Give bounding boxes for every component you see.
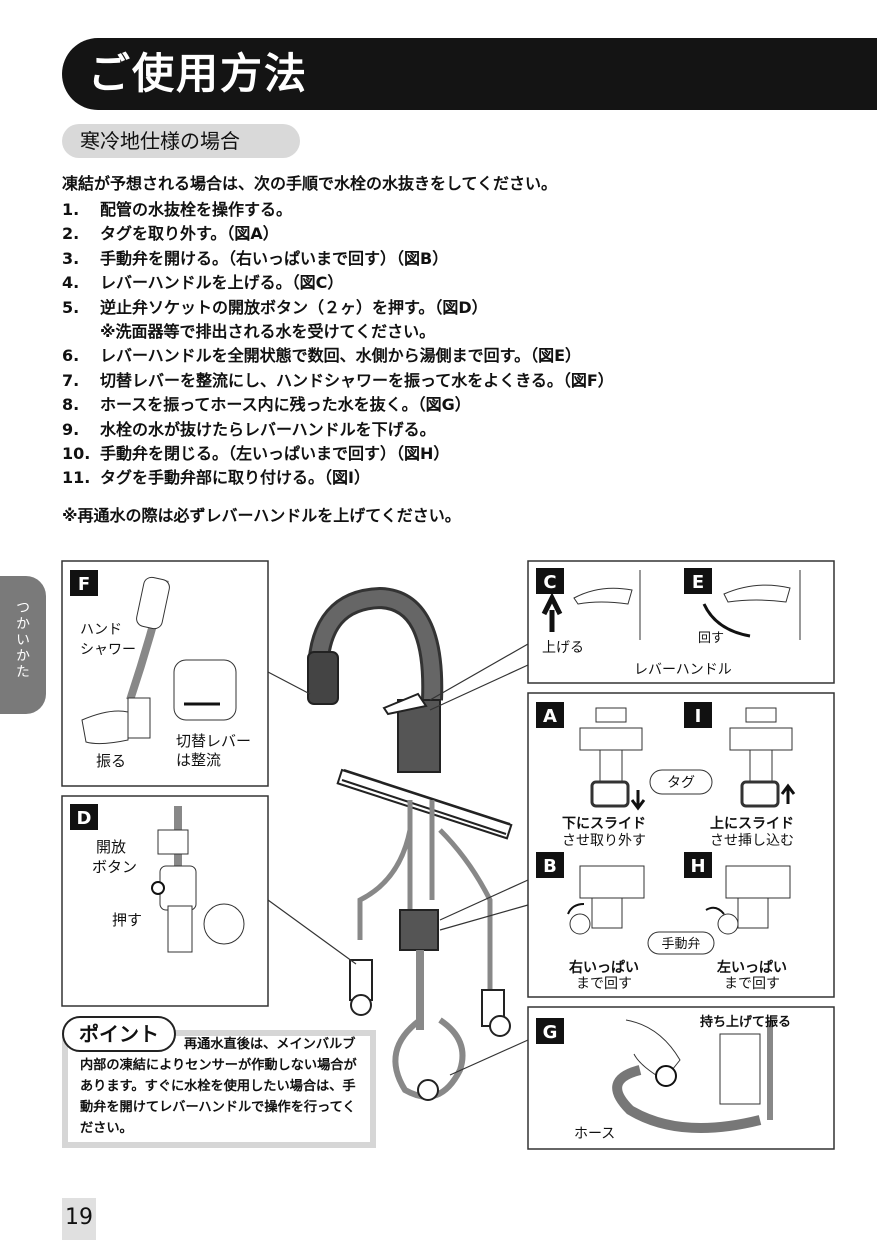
f-label-flow: は整流 [176,751,221,769]
step-item: 2.タグを取り外す。（図A） [62,224,279,244]
figure-letter: F [78,574,90,595]
figure-letter: H [690,856,705,877]
figure-f: F ハンド シャワー 振る 切替レバー は整流 [61,560,269,787]
step-item: 4.レバーハンドルを上げる。（図C） [62,273,344,293]
d-label-open: 開放 [96,838,126,856]
figure-letter: A [543,706,557,727]
step-item: 3.手動弁を開ける。（右いっぱいまで回す）（図B） [62,248,449,268]
faucet-illustration [307,586,513,1101]
g-label-hose: ホース [574,1126,615,1142]
f-label-hand: ハンド [80,622,122,638]
e-label-turn: 回す [698,631,724,646]
page-number: 19 [62,1198,96,1240]
point-text: 再通水直後は、メインバルブ内部の凍結によりセンサーが作動しない場合があります。す… [80,1037,357,1136]
i-label-slide: 上にスライド [710,816,794,832]
f-label-shake: 振る [96,752,126,770]
step-item: 6.レバーハンドルを全開状態で数回、水側から湯側まで回す。（図E） [62,346,582,366]
b-label-right: 右いっぱい [568,959,639,976]
step-item: 7.切替レバーを整流にし、ハンドシャワーを振って水をよくきる。（図F） [62,370,614,390]
figure-letter: C [543,572,556,593]
footer-note: ※再通水の際は必ずレバーハンドルを上げてください。 [62,506,461,525]
figure-letter: D [77,808,92,829]
f-label-switch: 切替レバー [176,732,251,750]
figure-letter: E [692,572,704,593]
tag-label: タグ [667,775,695,791]
step-note: ※洗面器等で排出される水を受けてください。 [100,322,436,342]
a-label-slide: 下にスライド [562,816,646,832]
point-label: ポイント [62,1016,176,1052]
step-item: 8.ホースを振ってホース内に残った水を抜く。（図G） [62,395,471,415]
step-item: 10.手動弁を閉じる。（左いっぱいまで回す）（図H） [62,444,450,464]
figure-g: G 持ち上げて振る ホース [527,1006,835,1150]
a-label-remove: させ取り外す [562,833,646,849]
page-title: ご使用方法 [88,49,309,98]
figure-letter: G [543,1022,558,1043]
b-label-turn: まで回す [576,976,632,992]
h-label-left: 左いっぱい [716,959,787,976]
leader-lines [267,643,529,1076]
section-pill [62,124,300,158]
step-item: 9.水栓の水が抜けたらレバーハンドルを下げる。 [62,419,436,439]
step-item: 11.タグを手動弁部に取り付ける。（図I） [62,468,370,488]
side-tab [0,576,46,714]
d-label-button: ボタン [92,858,137,876]
step-item: 5.逆止弁ソケットの開放ボタン（２ヶ）を押す。（図D） [62,297,488,317]
c-label-raise: 上げる [542,640,584,656]
i-label-insert: させ挿し込む [710,833,794,849]
h-label-turn: まで回す [724,976,780,992]
figure-aibh: A I B H タグ 下にスライド させ取り外す [527,692,835,998]
intro-text: 凍結が予想される場合は、次の手順で水栓の水抜きをしてください。 [62,174,558,193]
figure-letter: I [695,706,702,727]
g-label-lift: 持ち上げて振る [700,1014,791,1030]
side-tab-label: つかいかた [14,600,30,680]
step-item: 1.配管の水抜栓を操作する。 [62,200,293,219]
step-list: 1.配管の水抜栓を操作する。 2.タグを取り外す。（図A） 3.手動弁を開ける。… [62,198,802,491]
manual-valve-label: 手動弁 [661,937,700,952]
lever-handle-label: レバーハンドル [634,662,732,678]
f-label-shower: シャワー [80,642,136,658]
header-bar [62,38,877,110]
figure-d: D 開放 ボタン 押す [61,795,269,1007]
figure-letter: B [543,856,557,877]
d-label-press: 押す [112,911,142,929]
section-title: 寒冷地仕様の場合 [80,129,240,153]
figure-ce: C E 上げる 回す レバーハンドル [527,560,835,684]
